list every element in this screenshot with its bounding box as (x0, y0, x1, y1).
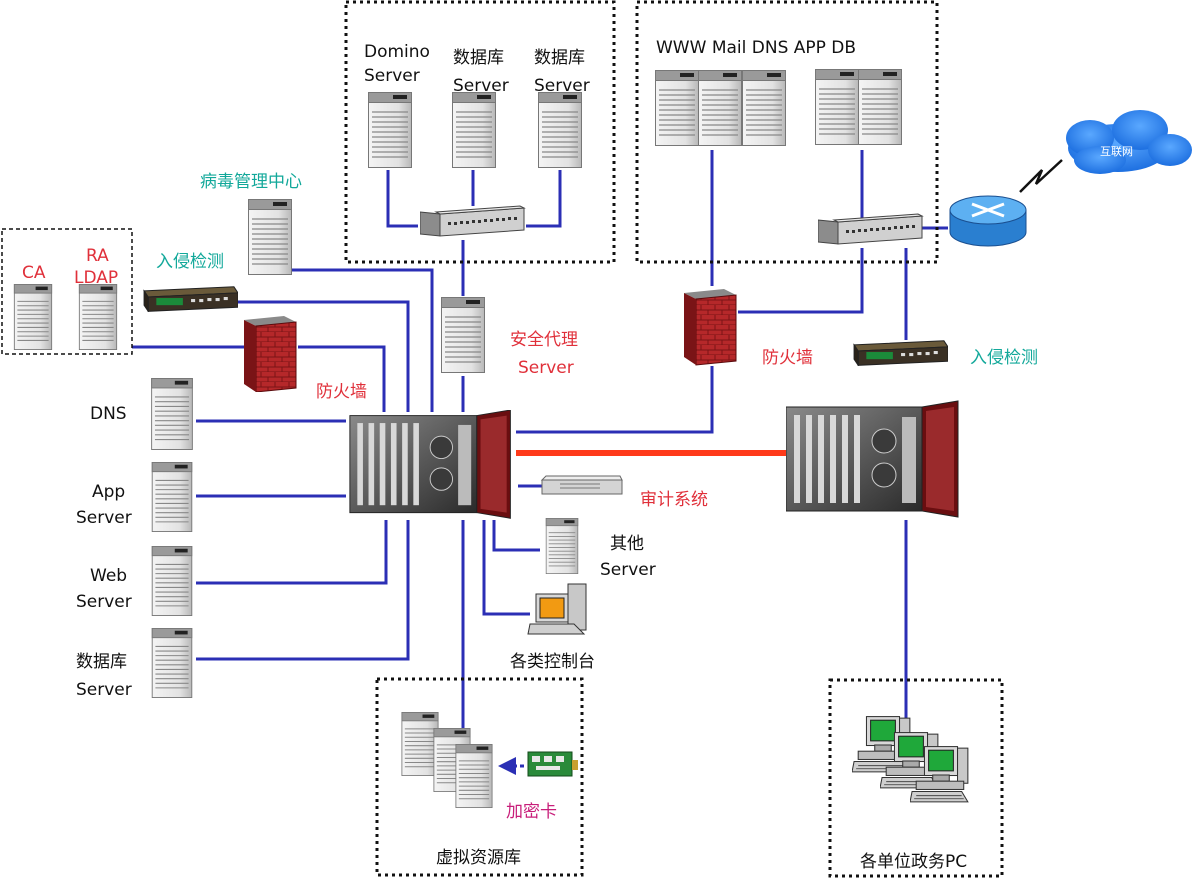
label-db-a-server: Server (453, 76, 509, 96)
cloud-icon (1066, 110, 1192, 174)
server-tower-icon (151, 628, 193, 698)
server-tower-icon (248, 198, 292, 276)
label-web: Web (90, 566, 128, 586)
server-tower-icon (368, 91, 412, 169)
label-security-proxy-server: Server (518, 358, 574, 378)
zone-boxes (1, 0, 1004, 878)
label-dmz-servers: WWW Mail DNS APP DB (656, 38, 857, 58)
server-tower-icon (151, 546, 193, 616)
encryption-card-icon (527, 751, 578, 777)
label-console: 各类控制台 (510, 652, 595, 672)
link-web-core (196, 520, 388, 585)
link-core-console (482, 520, 530, 616)
link-lines (132, 150, 948, 768)
server-tower-icon (655, 69, 699, 147)
label-app-server: Server (76, 508, 132, 528)
label-dns: DNS (90, 404, 127, 424)
server-tower-icon (78, 284, 118, 350)
label-app: App (92, 482, 126, 502)
label-db-a: 数据库 (453, 48, 504, 68)
label-ids-right: 入侵检测 (970, 348, 1038, 368)
ids-device-icon (143, 286, 238, 312)
server-tower-icon (698, 69, 742, 147)
zone-ca (1, 228, 133, 355)
server-tower-icon (455, 744, 493, 808)
ids-device-icon (853, 340, 948, 366)
label-audit: 审计系统 (640, 490, 708, 510)
server-tower-icon (452, 91, 496, 169)
link-dbc-core (196, 520, 410, 661)
server-tower-icon (401, 712, 439, 776)
zone-domino (344, 0, 616, 264)
label-ca: CA (22, 263, 46, 283)
zone-virtual-pool (375, 677, 584, 877)
label-other-server: Server (600, 560, 656, 580)
label-internet: 互联网 (1100, 145, 1133, 158)
label-security-proxy: 安全代理 (510, 330, 578, 350)
label-db-c: 数据库 (76, 652, 127, 672)
link-core-firewall-right (516, 366, 714, 434)
label-firewall-right: 防火墙 (762, 348, 813, 368)
label-other: 其他 (610, 534, 644, 554)
firewall-icon (683, 288, 737, 366)
pc-workstation-icon (527, 583, 587, 635)
zone-dmz (635, 0, 939, 264)
label-crypto-card: 加密卡 (506, 802, 557, 822)
link-firewall-core (298, 345, 386, 412)
server-tower-icon (441, 296, 485, 374)
firewall-icon (243, 315, 297, 392)
label-db-b: 数据库 (534, 48, 585, 68)
server-tower-icon (538, 91, 582, 169)
server-tower-icon (815, 68, 859, 146)
server-tower-icon (858, 68, 902, 146)
zone-unit-pc (828, 678, 1004, 878)
label-domino: Domino (364, 42, 430, 62)
link-core-other (492, 520, 540, 552)
label-ra: RA (86, 246, 109, 266)
switch-icon (818, 213, 923, 245)
label-unit-pc: 各单位政务PC (860, 852, 968, 872)
label-virus-center: 病毒管理中心 (200, 172, 302, 192)
label-ldap: LDAP (74, 268, 119, 288)
label-domino-server: Server (364, 66, 420, 86)
server-tower-icon (545, 518, 579, 574)
core-switch-chassis-icon (349, 410, 511, 519)
wan-link-icon (1019, 159, 1063, 193)
link-virus-core (292, 268, 434, 412)
router-icon (949, 195, 1027, 247)
label-web-server: Server (76, 592, 132, 612)
server-tower-icon (742, 69, 786, 147)
core-switch-chassis-icon (786, 400, 959, 518)
link-domino-switch (386, 170, 418, 228)
label-ids-left: 入侵检测 (156, 252, 224, 272)
label-db-b-server: Server (534, 76, 590, 96)
server-tower-icon (151, 378, 193, 450)
link-ids-core (238, 300, 410, 412)
label-db-c-server: Server (76, 680, 132, 700)
server-tower-icon (13, 284, 53, 350)
switch-icon (420, 205, 525, 237)
server-tower-icon (151, 462, 193, 532)
link-firewall-switch (738, 248, 864, 314)
label-firewall-left: 防火墙 (316, 382, 367, 402)
label-virtual-pool: 虚拟资源库 (436, 848, 521, 868)
audit-appliance-icon (540, 475, 623, 495)
link-db-b-switch (526, 170, 562, 228)
arrow-head (498, 757, 516, 775)
